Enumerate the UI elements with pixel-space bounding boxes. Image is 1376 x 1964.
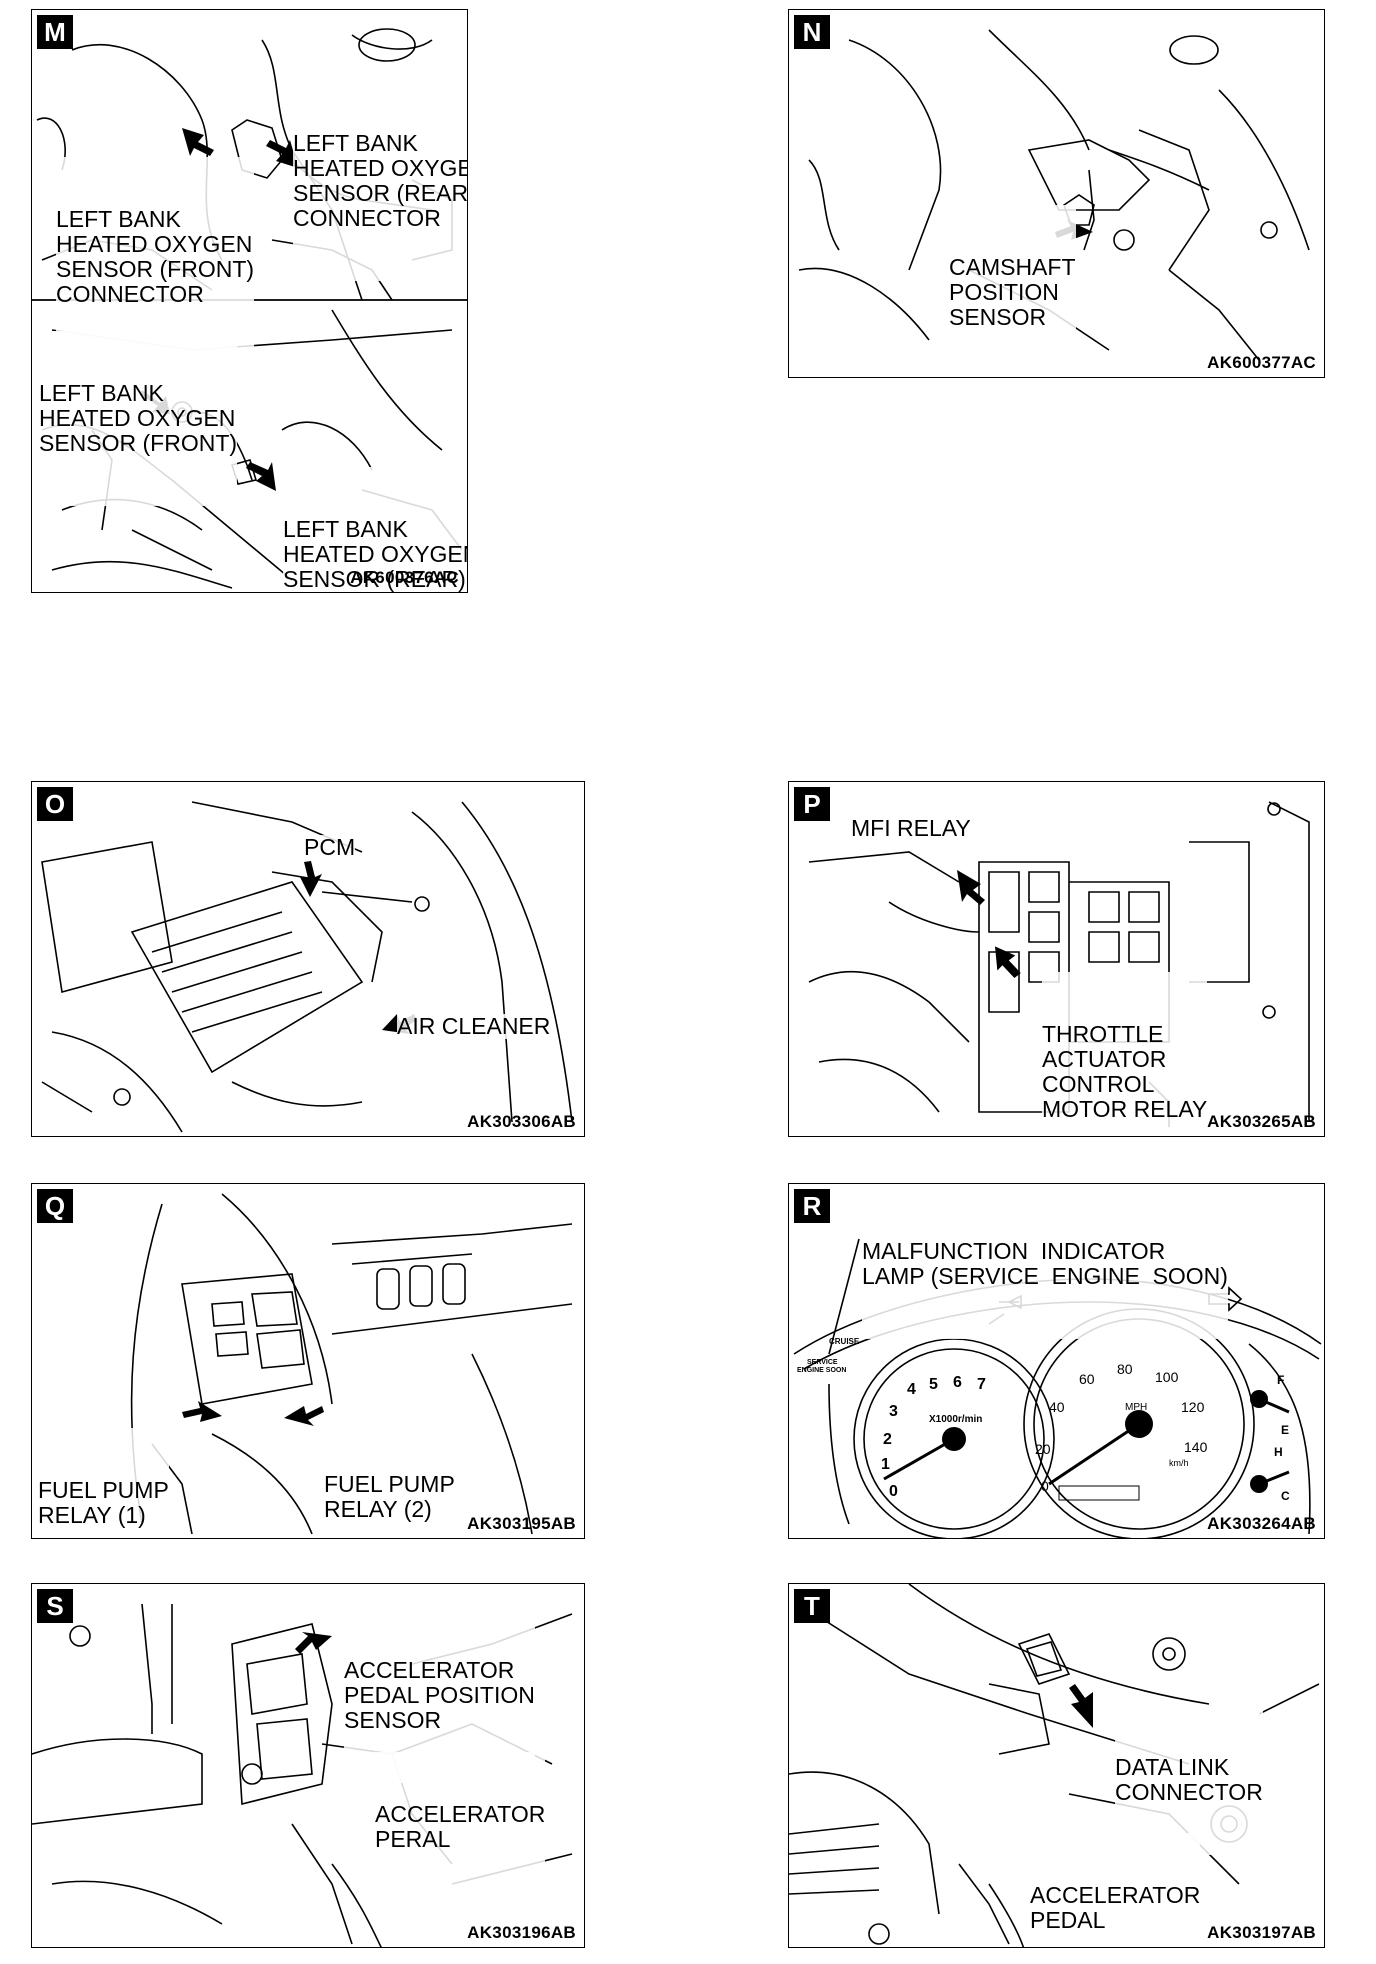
speed-unit-kmh: km/h <box>1169 1458 1189 1468</box>
panel-letter: S <box>37 1589 73 1623</box>
speed-number: 120 <box>1181 1399 1205 1415</box>
tach-number: 3 <box>889 1403 898 1420</box>
tach-number: 6 <box>953 1374 962 1391</box>
panel-letter: T <box>794 1589 830 1623</box>
cruise-indicator: CRUISE <box>829 1337 860 1346</box>
panel-letter: M <box>37 15 73 49</box>
tach-number: 4 <box>907 1381 916 1398</box>
tach-number: 2 <box>883 1431 892 1448</box>
service-engine-soon-indicator: SERVICE <box>807 1359 838 1366</box>
tach-number: 7 <box>977 1376 986 1393</box>
panel-r: 0 1 2 3 4 5 6 7 X1000r/min 0 20 40 60 80… <box>788 1183 1325 1539</box>
temp-label: H <box>1274 1445 1283 1459</box>
tach-unit: X1000r/min <box>929 1414 982 1425</box>
instrument-cluster-illustration: 0 1 2 3 4 5 6 7 X1000r/min 0 20 40 60 80… <box>793 1238 1322 1538</box>
figure-code: AK303306AB <box>467 1112 576 1131</box>
panel-letter: R <box>794 1189 830 1223</box>
figure-code: AK303197AB <box>1207 1923 1316 1942</box>
speed-number: 40 <box>1049 1399 1065 1415</box>
figure-code: AK303196AB <box>467 1923 576 1942</box>
label-mfi-relay: MFI RELAY <box>851 815 971 841</box>
tach-number: 0 <box>889 1483 898 1500</box>
gauge-text: 0 1 2 3 4 5 6 7 X1000r/min 0 20 40 60 80… <box>797 1337 1290 1503</box>
speed-unit: MPH <box>1125 1402 1147 1413</box>
speed-number: 20 <box>1035 1441 1051 1457</box>
speed-number: 100 <box>1155 1369 1179 1385</box>
tach-number: 1 <box>881 1456 890 1473</box>
speed-number: 0 <box>1041 1478 1049 1494</box>
speed-number: 140 <box>1184 1439 1208 1455</box>
panel-o: O PCM AIR CLEANER AK303306AB <box>31 781 585 1137</box>
figure-code: AK303265AB <box>1207 1112 1316 1131</box>
speed-number: 60 <box>1079 1371 1095 1387</box>
engine-illustration-n <box>798 29 1310 361</box>
label-pcm: PCM <box>304 834 356 860</box>
panel-letter: N <box>794 15 830 49</box>
figure-code: AK600376AC <box>350 568 459 587</box>
tach-number: 5 <box>929 1376 938 1393</box>
panel-letter: Q <box>37 1189 73 1223</box>
interior-illustration-q <box>130 1193 573 1535</box>
figure-code: AK303195AB <box>467 1514 576 1533</box>
figure-code: AK600377AC <box>1207 353 1316 372</box>
label-air-cleaner: AIR CLEANER <box>397 1013 551 1039</box>
fuel-label: E <box>1281 1423 1289 1437</box>
panel-letter: P <box>794 787 830 821</box>
figure-code: AK303264AB <box>1207 1514 1316 1533</box>
fuel-label: F <box>1277 1373 1284 1387</box>
service-engine-soon-indicator: ENGINE SOON <box>797 1367 846 1374</box>
speed-number: 80 <box>1117 1361 1133 1377</box>
panel-letter: O <box>37 787 73 821</box>
temp-label: C <box>1281 1489 1290 1503</box>
